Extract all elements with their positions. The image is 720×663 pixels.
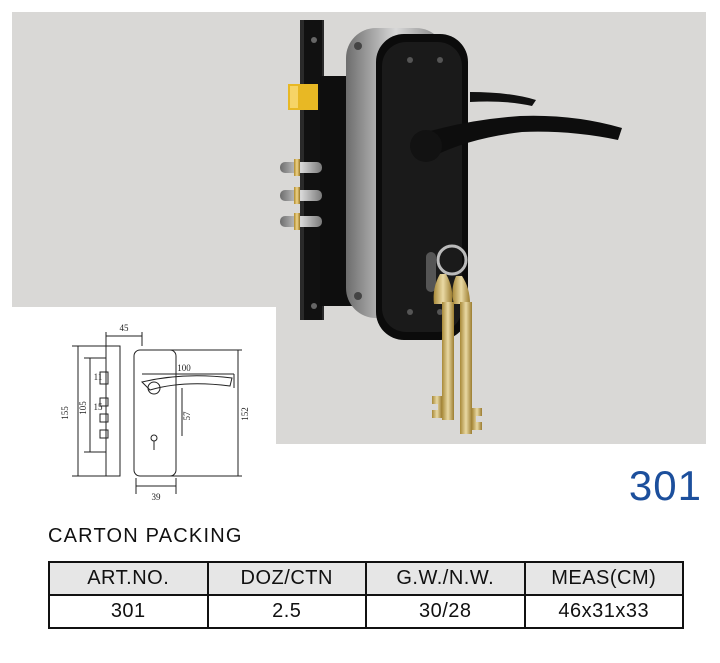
dim-plate-height: 152: [240, 407, 250, 421]
door-lock-photo: [280, 20, 622, 434]
dim-center-to-key: 57: [182, 411, 192, 421]
dimension-drawing: 45 100 155 105 11 15 57 152 39: [60, 323, 250, 502]
header-meas: MEAS(CM): [523, 561, 684, 596]
dim-small-a: 11: [94, 372, 103, 382]
table-row: 301 2.5 30/28 46x31x33: [48, 594, 684, 629]
dim-small-b: 15: [94, 402, 104, 412]
table-header-row: ART.NO. DOZ/CTN G.W./N.W. MEAS(CM): [48, 561, 684, 596]
header-gw-nw: G.W./N.W.: [365, 561, 526, 596]
dim-overall-height: 155: [60, 406, 70, 420]
carton-packing-title: CARTON PACKING: [48, 525, 243, 547]
carton-packing-table: ART.NO. DOZ/CTN G.W./N.W. MEAS(CM) 301 2…: [48, 561, 684, 629]
model-number: 301: [628, 462, 702, 509]
cell-art-no: 301: [48, 594, 209, 629]
drawing-panel: [12, 307, 276, 463]
dim-handle-length: 100: [177, 363, 191, 373]
cell-doz-ctn: 2.5: [206, 594, 367, 629]
cell-meas: 46x31x33: [523, 594, 684, 629]
header-art-no: ART.NO.: [48, 561, 209, 596]
dim-plate-width: 39: [152, 492, 162, 502]
dim-body-height: 105: [78, 401, 88, 415]
cell-gw-nw: 30/28: [365, 594, 526, 629]
header-doz-ctn: DOZ/CTN: [206, 561, 367, 596]
dim-top-width: 45: [120, 323, 130, 333]
